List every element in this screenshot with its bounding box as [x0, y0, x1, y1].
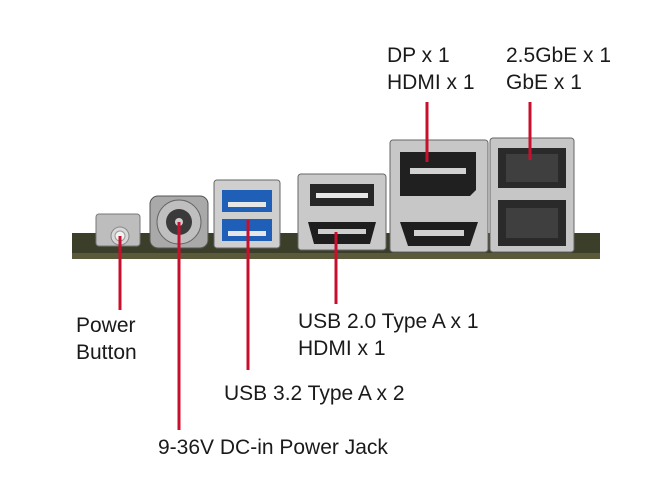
label-line: USB 3.2 Type A x 2 — [224, 382, 405, 405]
label-line: Button — [76, 341, 137, 364]
label-usb32: USB 3.2 Type A x 2 — [224, 380, 405, 407]
usb2-hdmi-stack-component — [297, 173, 387, 251]
label-line: Power — [76, 314, 136, 337]
label-line: 9-36V DC-in Power Jack — [158, 436, 388, 459]
label-line: HDMI x 1 — [298, 337, 386, 360]
dp-hdmi-stack-component — [389, 139, 489, 253]
label-line: HDMI x 1 — [387, 71, 475, 94]
label-line: 2.5GbE x 1 — [506, 44, 612, 67]
label-usb2-hdmi: USB 2.0 Type A x 1 HDMI x 1 — [298, 308, 479, 362]
label-line: DP x 1 — [387, 44, 450, 67]
label-lan-ports: 2.5GbE x 1 GbE x 1 — [506, 42, 611, 96]
label-dc-jack: 9-36V DC-in Power Jack — [158, 434, 388, 461]
power-button-component — [95, 213, 141, 247]
lan-stack-component — [489, 137, 575, 253]
label-line: GbE x 1 — [506, 71, 582, 94]
label-power-button: Power Button — [76, 312, 137, 366]
label-line: USB 2.0 Type A x 1 — [298, 310, 479, 333]
label-display-ports: DP x 1 HDMI x 1 — [387, 42, 475, 96]
